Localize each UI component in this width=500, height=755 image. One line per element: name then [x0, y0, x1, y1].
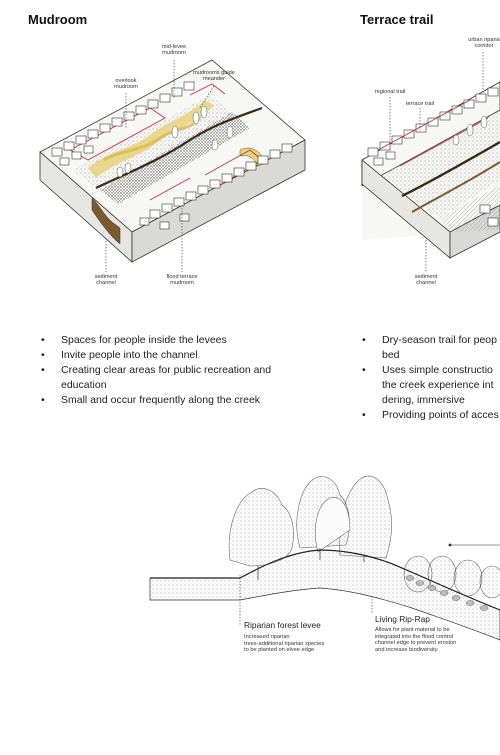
terrace-trail-block — [361, 81, 500, 259]
terrace-bullet: Providing points of acces — [360, 408, 500, 423]
living-rip-rap-text: Allows for plant material to be integrat… — [375, 627, 457, 653]
mudroom-bullet: Spaces for people inside the levees — [39, 333, 301, 348]
terrace-trail-title: Terrace trail — [360, 12, 434, 27]
riparian-forest-levee-text: Increased riparian trees-additional ripa… — [244, 634, 325, 654]
terrace-bullet: Uses simple constructio the creek experi… — [360, 363, 500, 408]
terrace-bullets: Dry-season trail for peop bed Uses simpl… — [360, 333, 500, 423]
label-mid-levee-mudroom: mid-levee mudroom — [161, 44, 187, 57]
terrace-bullet: Dry-season trail for peop bed — [360, 333, 500, 363]
label-sediment-channel: sediment channel — [94, 274, 118, 287]
label-mudrooms-guide-meander: mudrooms guide meander — [193, 70, 235, 83]
mudroom-bullet: Small and occur frequently along the cre… — [39, 393, 301, 408]
mudroom-bullet: Invite people into the channel — [39, 348, 301, 363]
levee-section — [149, 475, 500, 641]
living-rip-rap-heading-text: Living Rip-Rap — [375, 614, 430, 624]
label-regional-trail: regional trail — [374, 89, 406, 95]
label-terrace-sediment-channel: sediment channel — [414, 274, 438, 287]
mudroom-title: Mudroom — [28, 12, 88, 27]
mudroom-bullet: Creating clear areas for public recreati… — [39, 363, 301, 393]
label-flood-terrace-mudroom: flood terrace mudroom — [166, 274, 198, 287]
mudroom-bullets: Spaces for people inside the levees Invi… — [39, 333, 301, 408]
mudroom-block — [39, 59, 306, 263]
label-terrace-trail: terrace trail — [406, 101, 434, 107]
label-urban-riparian-corridor: urban riparia corridor — [468, 37, 500, 50]
label-overlook-mudroom: overlook mudroom — [114, 78, 138, 91]
riparian-forest-levee-heading: Riparian forest levee — [244, 620, 321, 630]
